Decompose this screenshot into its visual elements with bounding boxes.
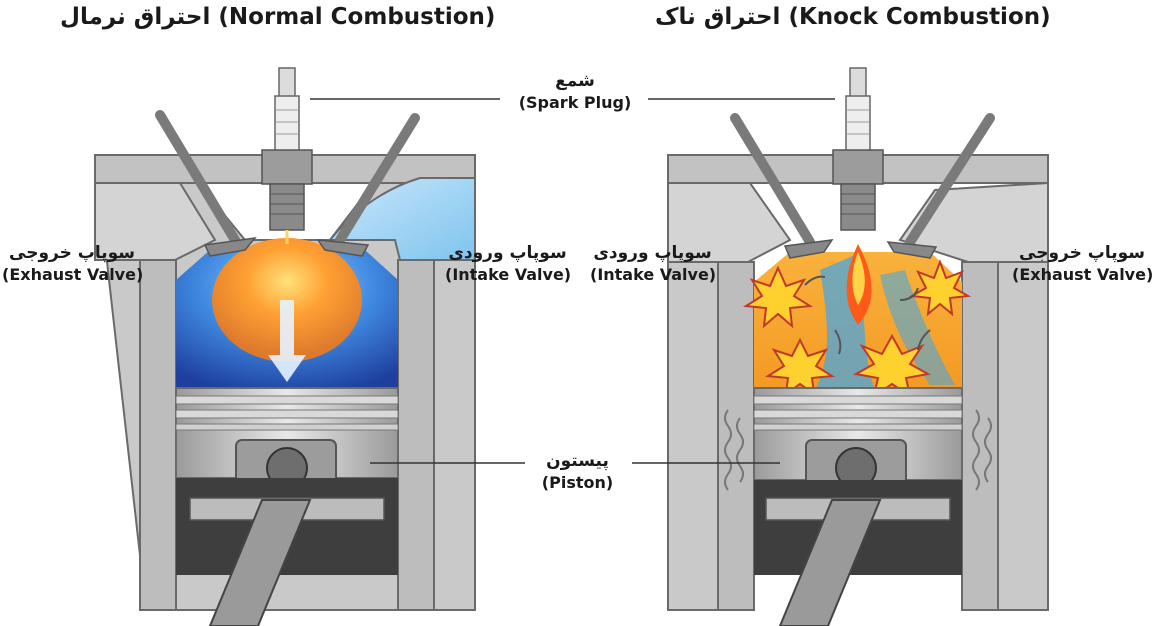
normal-connecting-rod	[208, 499, 312, 626]
intake-valve-fa: سوپاپ ورودی	[448, 243, 567, 263]
exhaust-valve-fa: سوپاپ خروجی	[1019, 243, 1145, 263]
detonation-burst-icon	[742, 259, 972, 399]
title-normal-combustion: (Normal Combustion) احتراق نرمال	[60, 4, 496, 30]
knock-intake-valve-label: سوپاپ ورودی (Intake Valve)	[590, 242, 717, 286]
knock-intake-port	[667, 182, 792, 263]
normal-intake-port	[327, 177, 476, 261]
intake-valve-fa: سوپاپ ورودی	[593, 243, 712, 263]
spark-plug-label-en: (Spark Plug)	[518, 93, 632, 112]
normal-exhaust-valve-label: سوپاپ خروجی (Exhaust Valve)	[2, 242, 144, 286]
knock-connecting-rod	[778, 499, 882, 626]
knock-spark-plug	[832, 67, 884, 231]
normal-spark-plug	[261, 67, 313, 244]
spark-plug-label-fa: شمع	[555, 71, 595, 91]
exhaust-valve-en: (Exhaust Valve)	[1012, 265, 1154, 284]
vibration-icon	[724, 409, 992, 491]
knock-engine	[667, 67, 1049, 626]
knock-exhaust-valve-label: سوپاپ خروجی (Exhaust Valve)	[1012, 242, 1154, 286]
piston-label: پیستون (Piston)	[520, 450, 635, 494]
normal-intake-valve	[316, 113, 420, 257]
exhaust-valve-fa: سوپاپ خروجی	[9, 243, 135, 263]
exhaust-valve-en: (Exhaust Valve)	[2, 265, 144, 284]
intake-valve-en: (Intake Valve)	[445, 265, 572, 284]
title-knock-combustion: (Knock Combustion) احتراق ناک	[655, 4, 1051, 30]
piston-label-fa: پیستون	[546, 451, 609, 471]
spark-plug-label: شمع (Spark Plug)	[505, 70, 645, 114]
intake-valve-en: (Intake Valve)	[590, 265, 717, 284]
knock-exhaust-valve	[886, 113, 995, 259]
knock-intake-valve	[730, 113, 834, 259]
normal-intake-valve-label: سوپاپ ورودی (Intake Valve)	[445, 242, 572, 286]
piston-push-arrow-icon	[268, 300, 306, 382]
piston-label-en: (Piston)	[541, 473, 614, 492]
normal-exhaust-port	[94, 182, 217, 261]
normal-engine	[93, 67, 476, 626]
normal-exhaust-valve	[155, 110, 257, 257]
shockwave-lines	[804, 275, 931, 355]
